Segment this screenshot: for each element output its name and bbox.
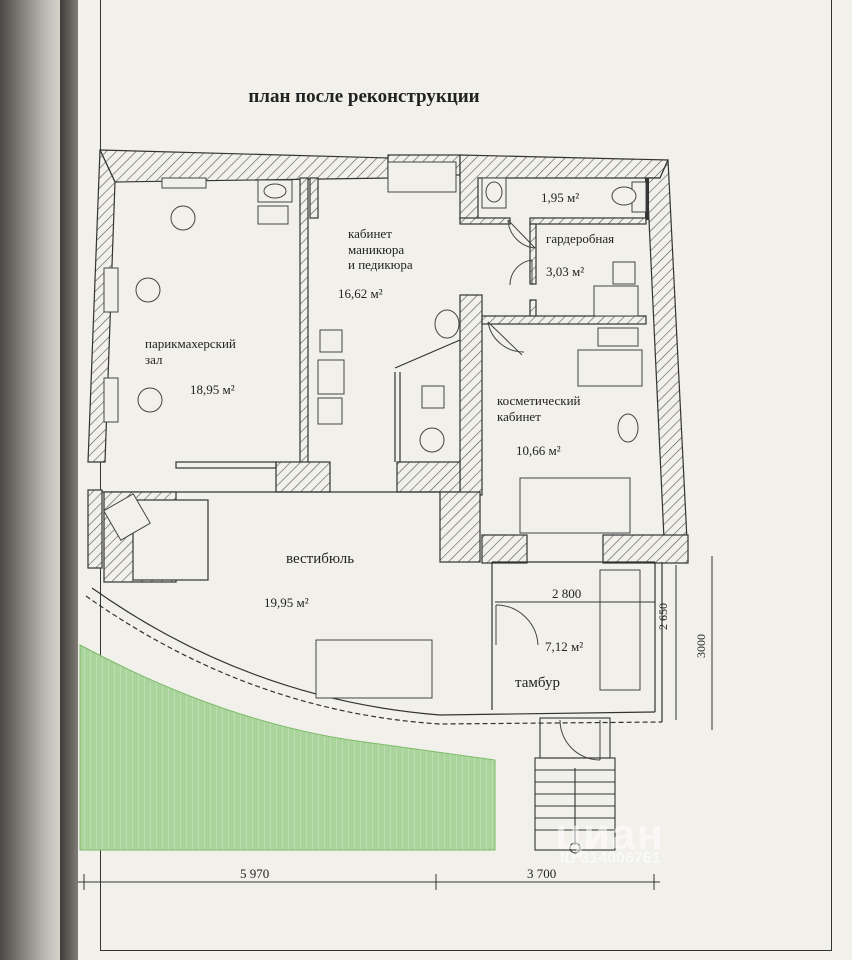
manicure-area: 16,62 м² (338, 286, 383, 301)
wardrobe-area: 3,03 м² (546, 264, 585, 279)
hair-salon-label-2: зал (145, 352, 163, 367)
hair-salon-label-1: парикмахерский (145, 336, 236, 351)
lawn-area (79, 644, 496, 851)
manicure-label-2: маникюра (348, 242, 405, 257)
manicure-label-1: кабинет (348, 226, 392, 241)
entrance-stairs (534, 717, 616, 854)
hair-salon-area: 18,95 м² (190, 382, 235, 397)
cosmetic-label-1: косметический (497, 393, 581, 408)
vestibule-label: тамбур (515, 675, 560, 691)
interior-walls (175, 177, 689, 564)
dimension-lines (78, 556, 713, 890)
door-swings (487, 219, 601, 761)
cosmetic-label-2: кабинет (497, 409, 541, 424)
dim-bottom-right: 3 700 (527, 866, 557, 881)
page-shadow (60, 0, 82, 960)
manicure-label-3: и педикюра (348, 257, 413, 272)
dim-side-inner: 2 650 (656, 603, 670, 630)
dim-side-outer: 3000 (694, 634, 708, 658)
vestibule-area: 7,12 м² (545, 639, 584, 654)
wardrobe-label: гардеробная (546, 231, 615, 246)
drawing-frame (100, 0, 832, 951)
dim-bottom-left: 5 970 (240, 866, 270, 881)
lobby-label: вестибюль (286, 551, 355, 567)
book-spine (0, 0, 62, 960)
cosmetic-area: 10,66 м² (516, 443, 561, 458)
wc-area: 1,95 м² (541, 190, 580, 205)
watermark-id: ID 314006761 (560, 850, 661, 867)
manicure-screen (394, 339, 461, 462)
curved-front-wall (85, 587, 663, 725)
furniture (103, 161, 647, 699)
plan-title: план после реконструкции (248, 86, 480, 107)
watermark-brand: циан (555, 810, 665, 859)
lobby-area: 19,95 м² (264, 595, 309, 610)
dim-tambur-width: 2 800 (552, 586, 582, 601)
